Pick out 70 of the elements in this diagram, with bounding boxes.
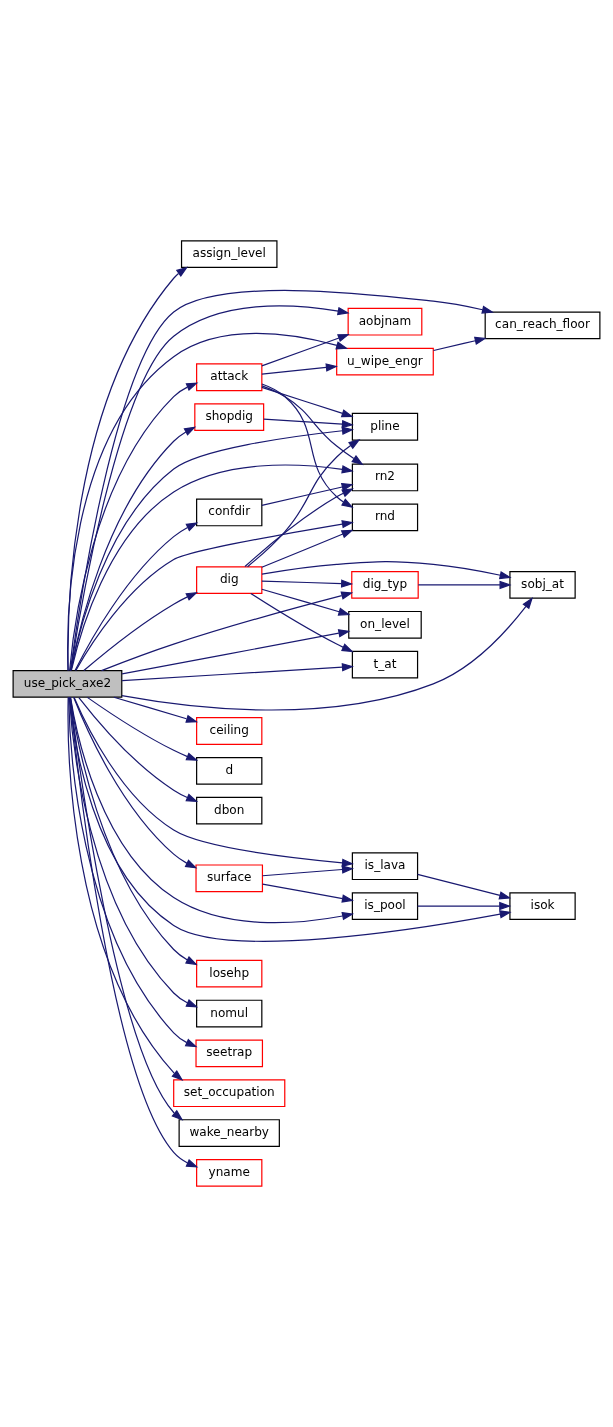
- arrow: [416, 901, 512, 911]
- arrow: [261, 482, 354, 506]
- arrow: [69, 696, 512, 942]
- arrow: [69, 696, 355, 924]
- arrow: [69, 382, 199, 671]
- node-box: isok: [509, 892, 576, 920]
- node-box: seetrap: [195, 1039, 264, 1068]
- arrow: [261, 588, 351, 616]
- arrow: [261, 579, 354, 588]
- arrow: [100, 591, 354, 672]
- arrow: [69, 696, 199, 1168]
- node-box: is_pool: [351, 892, 419, 920]
- node-box: aobjnam: [347, 307, 423, 336]
- arrow: [261, 383, 354, 508]
- arrow: [263, 418, 354, 429]
- node-box: dig: [196, 566, 263, 594]
- node-box: dig_typ: [351, 571, 419, 599]
- node-box: surface: [195, 864, 264, 893]
- arrow: [416, 873, 512, 900]
- arrow: [121, 629, 351, 675]
- node-box: shopdig: [194, 403, 265, 431]
- arrow: [78, 696, 199, 803]
- arrow: [75, 520, 354, 672]
- arrow: [70, 426, 355, 671]
- node-box: attack: [196, 363, 263, 392]
- arrow: [246, 439, 361, 568]
- arrow: [121, 597, 534, 711]
- arrow: [261, 386, 354, 418]
- node-box: losehp: [196, 959, 263, 988]
- arrow: [261, 363, 338, 375]
- arrow: [261, 529, 354, 568]
- arrow: [70, 464, 354, 671]
- node-box: use_pick_axe2: [12, 670, 123, 698]
- arrow: [432, 336, 487, 352]
- node-box: yname: [196, 1159, 263, 1187]
- arrow: [74, 522, 199, 671]
- node-box: is_lava: [351, 852, 419, 881]
- node-box: nomul: [196, 999, 263, 1028]
- arrow: [250, 592, 354, 653]
- arrow: [121, 662, 354, 682]
- arrow: [69, 290, 494, 672]
- arrow: [261, 883, 354, 903]
- node-box: pline: [351, 412, 419, 441]
- arrow: [244, 488, 354, 568]
- arrow: [73, 696, 355, 867]
- node-box: ceiling: [196, 717, 263, 745]
- arrow: [261, 865, 355, 877]
- node-box: rn2: [351, 463, 419, 492]
- node-box: rnd: [351, 503, 419, 532]
- node-box: t_at: [351, 650, 419, 679]
- arrow: [261, 385, 364, 466]
- arrow: [417, 580, 512, 590]
- node-box: on_level: [348, 610, 422, 639]
- node-box: assign_level: [180, 240, 278, 268]
- arrow: [73, 696, 198, 869]
- arrow: [261, 561, 512, 580]
- arrow: [70, 426, 197, 672]
- node-box: confdir: [196, 498, 263, 527]
- node-box: sobj_at: [509, 571, 576, 599]
- node-box: set_occupation: [173, 1079, 286, 1108]
- arrow: [113, 696, 199, 723]
- arrow: [261, 334, 350, 367]
- node-box: wake_nearby: [178, 1119, 280, 1147]
- node-box: dbon: [196, 796, 263, 825]
- node-box: can_reach_floor: [484, 311, 601, 340]
- node-box: d: [196, 756, 263, 785]
- node-box: u_wipe_engr: [336, 347, 434, 376]
- arrow: [86, 696, 199, 761]
- arrow: [67, 266, 189, 672]
- arrow: [83, 591, 199, 672]
